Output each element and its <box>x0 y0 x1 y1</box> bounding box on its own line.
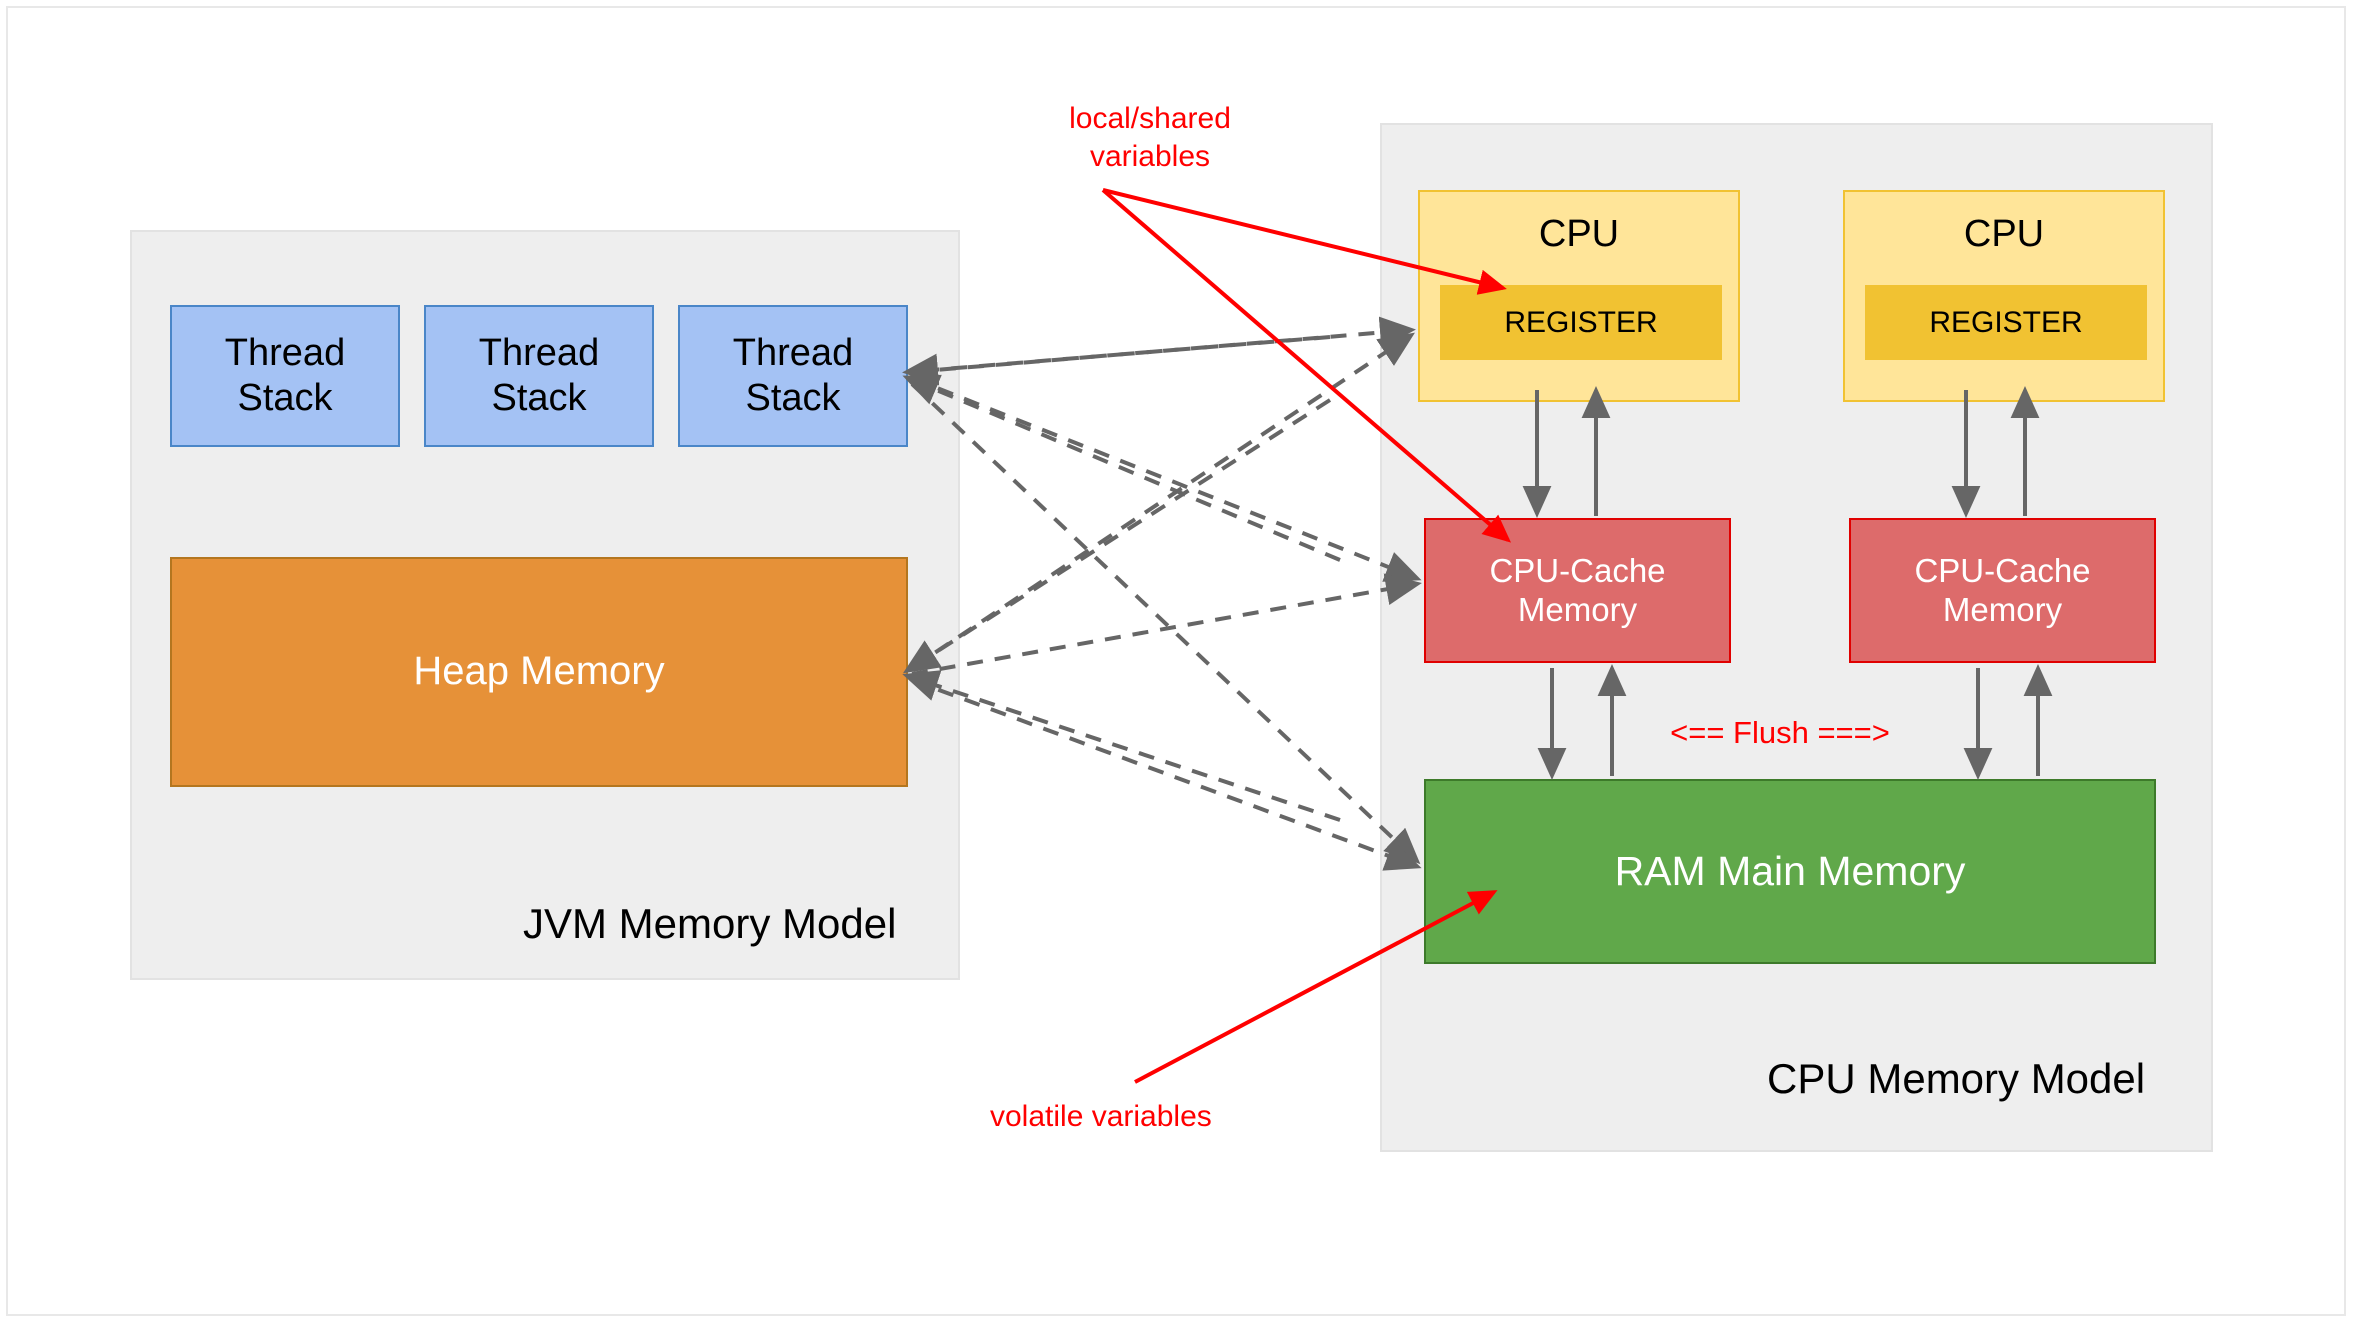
dashed-link-heap-to-ram <box>911 678 1422 871</box>
dashed-link-threadstack-to-ram <box>910 382 1421 865</box>
dashed-link-heap-to-cache <box>911 573 1422 676</box>
dashed-link-register-to-threadstack <box>902 335 1331 386</box>
ram-main-memory-box[interactable]: RAM Main Memory <box>1424 779 2156 964</box>
dashed-link-threadstack-to-cache <box>911 376 1422 582</box>
dashed-link-register-to-heap <box>902 398 1332 674</box>
dashed-link-threadstack-to-register <box>911 316 1416 374</box>
cpu-label-2: CPU <box>1963 213 2045 255</box>
cpu-label-1: CPU <box>1538 213 1620 255</box>
register-box-1[interactable]: REGISTER <box>1440 285 1722 360</box>
volatile-variables-annotation: volatile variables <box>990 1100 1212 1133</box>
dashed-link-ram-to-heap <box>902 670 1341 822</box>
dashed-link-cache-to-threadstack <box>902 374 1341 562</box>
register-box-2[interactable]: REGISTER <box>1865 285 2147 360</box>
jvm-panel-title: JVM Memory Model <box>523 900 897 947</box>
heap-memory-box[interactable]: Heap Memory <box>170 557 908 787</box>
dashed-link-heap-to-register <box>910 332 1415 670</box>
cpu-panel-title: CPU Memory Model <box>1767 1055 2146 1102</box>
flush-annotation-label: <== Flush ===> <box>1670 715 1890 750</box>
cpu-box-1[interactable]: CPU REGISTER <box>1418 190 1740 402</box>
cpu-box-2[interactable]: CPU REGISTER <box>1843 190 2165 402</box>
